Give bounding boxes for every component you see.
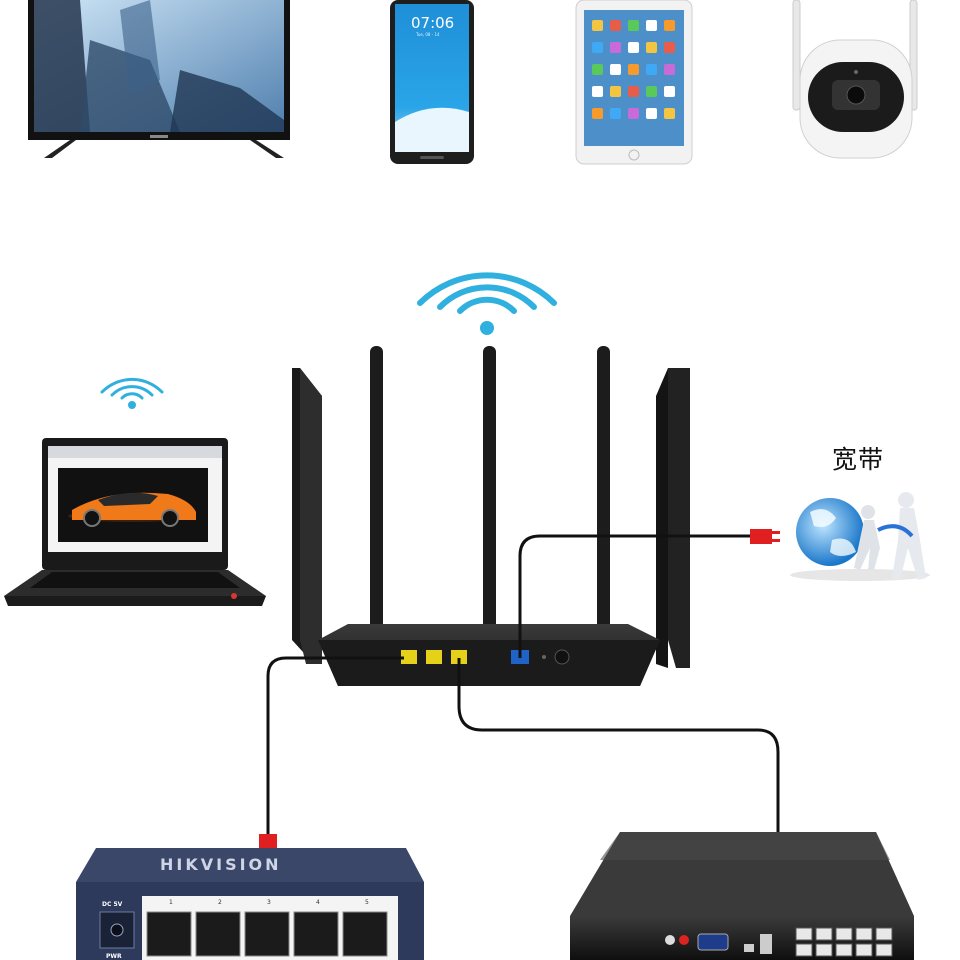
tablet-app-icon: [592, 108, 603, 119]
nvr-rj45-port: [796, 928, 812, 940]
nvr-rj45-port: [876, 928, 892, 940]
tablet-app-icon: [610, 42, 621, 53]
tablet-app-icon: [646, 108, 657, 119]
tablet-app-icon: [628, 42, 639, 53]
switch-rj45-port: [245, 912, 289, 956]
tablet-app-icon: [628, 86, 639, 97]
red-connector-broadband: [750, 529, 780, 544]
switch-port-number: 3: [267, 899, 271, 906]
switch-rj45-port: [343, 912, 387, 956]
tablet-device: [576, 0, 692, 164]
tablet-app-icon: [592, 42, 603, 53]
laptop-device: [4, 438, 266, 606]
tablet-app-icon: [646, 20, 657, 31]
switch-port-number: 1: [169, 899, 173, 906]
tablet-app-icon: [628, 108, 639, 119]
phone-date: Tue, 08 - 14: [415, 32, 440, 37]
security-camera-device: [793, 0, 917, 158]
tablet-app-icon: [628, 20, 639, 31]
tablet-app-icon: [628, 64, 639, 75]
tablet-app-icon: [610, 20, 621, 31]
tablet-app-icon: [592, 86, 603, 97]
tablet-app-icon: [646, 64, 657, 75]
nvr-rj45-port: [836, 928, 852, 940]
nvr-rj45-port: [796, 944, 812, 956]
tablet-app-icon: [664, 20, 675, 31]
tablet-app-icon: [646, 86, 657, 97]
tv-device: [28, 0, 290, 158]
switch-rj45-port: [294, 912, 338, 956]
tablet-app-icon: [646, 42, 657, 53]
tablet-app-icon: [610, 108, 621, 119]
tablet-app-icon: [610, 64, 621, 75]
nvr-rj45-port: [856, 944, 872, 956]
switch-rj45-port: [147, 912, 191, 956]
tablet-app-icon: [664, 108, 675, 119]
laptop-wifi-dot-icon: [128, 401, 136, 409]
tablet-app-icon: [664, 42, 675, 53]
wifi-router-device: [292, 346, 690, 686]
tablet-app-icon: [610, 86, 621, 97]
tablet-app-icon: [664, 64, 675, 75]
router-lan-port-2: [426, 650, 442, 664]
laptop-wifi-signal-icon: [102, 379, 162, 398]
nvr-rj45-port: [836, 944, 852, 956]
tablet-app-icon: [592, 20, 603, 31]
switch-pwr-label: PWR: [106, 953, 122, 960]
tablet-app-icon: [664, 86, 675, 97]
phone-time: 07:06: [411, 14, 454, 32]
switch-port-number: 2: [218, 899, 222, 906]
wifi-dot-icon: [480, 321, 494, 335]
broadband-label: 宽带: [832, 440, 884, 476]
wifi-signal-icon: [420, 275, 554, 311]
broadband-globe-icon: [790, 492, 930, 581]
nvr-recorder-device: [570, 832, 914, 960]
nvr-rj45-port: [876, 944, 892, 956]
switch-rj45-port: [196, 912, 240, 956]
smartphone-device: 07:06 Tue, 08 - 14: [390, 0, 474, 164]
switch-brand-label: HIKVISION: [160, 855, 282, 874]
hikvision-poe-switch: HIKVISION DC 5V PWR 1 2 3 4 5: [76, 848, 424, 960]
switch-port-number: 5: [365, 899, 369, 906]
nvr-rj45-port: [856, 928, 872, 940]
switch-port-number: 4: [316, 899, 320, 906]
nvr-rj45-port: [816, 928, 832, 940]
tablet-app-icon: [592, 64, 603, 75]
switch-dc-label: DC 5V: [102, 901, 123, 908]
nvr-rj45-port: [816, 944, 832, 956]
